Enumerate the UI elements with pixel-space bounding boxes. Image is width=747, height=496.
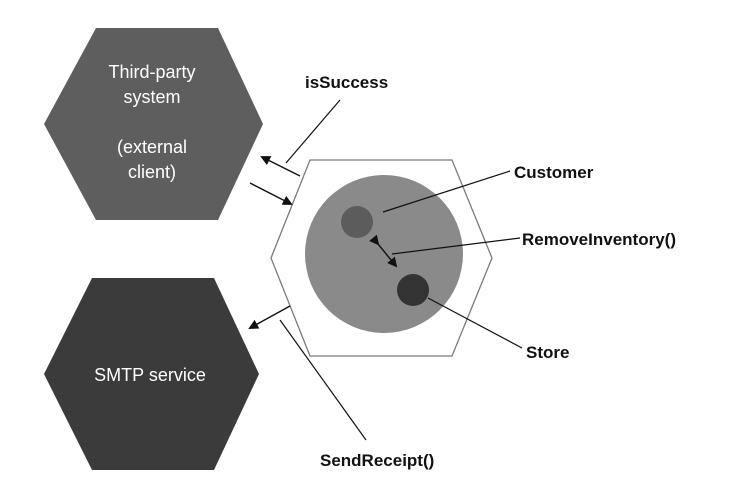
response-arrow-to-third-party [260,156,301,177]
request-arrow-to-core [249,182,293,205]
send-receipt-leader-line [279,319,367,441]
store-leader-line [427,297,523,349]
smtp-service-hexagon [44,278,259,470]
third-party-label-line4: client) [128,162,176,182]
store-label: Store [526,343,569,362]
customer-entity-dot [341,206,373,238]
is-success-leader-line [285,99,341,164]
remove-inventory-label: RemoveInventory() [522,230,676,249]
store-entity-dot [397,274,429,306]
application-core-hexagon [270,159,493,357]
remove-inventory-leader-line [391,237,521,255]
customer-leader-line [382,170,511,213]
send-receipt-label: SendReceipt() [320,451,434,470]
domain-circle [305,175,463,333]
smtp-service-label: SMTP service [94,365,206,385]
customer-label: Customer [514,163,594,182]
third-party-label-line3: (external [117,137,187,157]
third-party-system-hexagon [44,28,263,220]
arrow-to-smtp-service [248,305,291,329]
third-party-label-line1: Third-party [108,62,195,82]
is-success-label: isSuccess [305,73,388,92]
customer-store-interaction-arrow [369,234,398,268]
third-party-label-line2: system [123,87,180,107]
